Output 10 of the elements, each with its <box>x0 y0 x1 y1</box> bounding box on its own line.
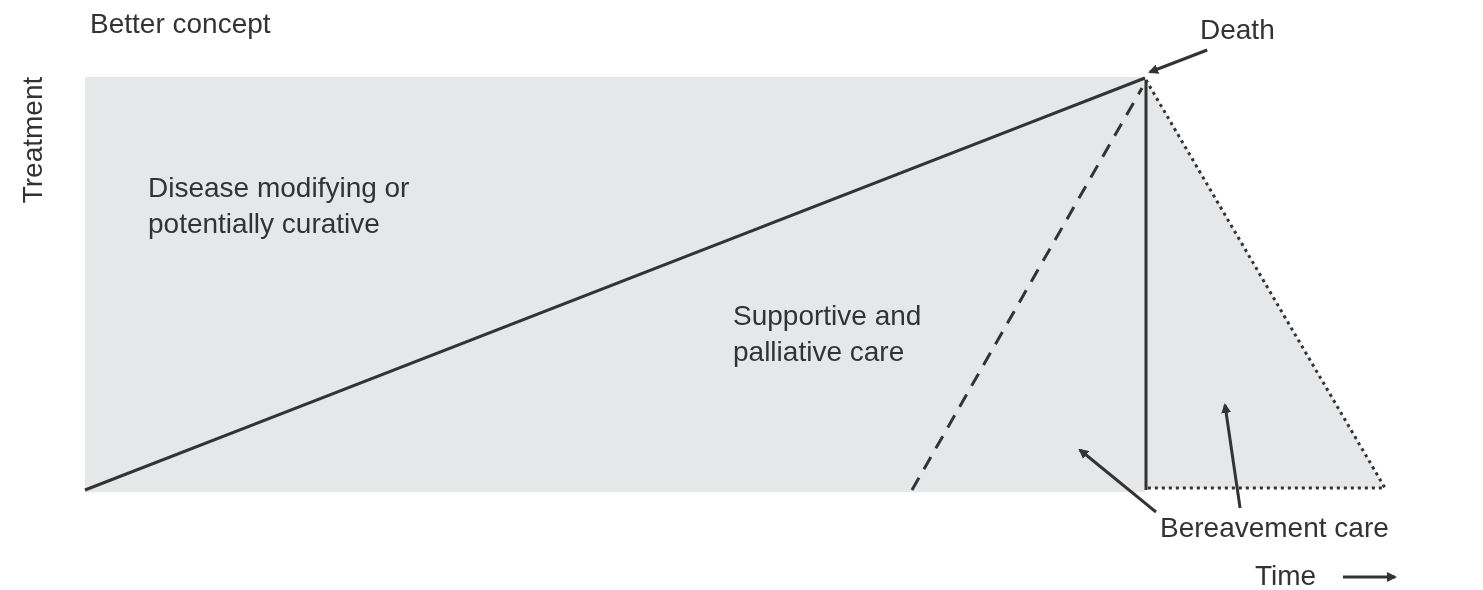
callout-text: Death <box>1200 12 1275 48</box>
callout-text: Bereavement care <box>1160 510 1389 546</box>
region-label: Supportive and palliative care <box>733 299 923 369</box>
arrow <box>1078 448 1157 514</box>
axis-label: Time <box>1255 559 1317 590</box>
diagram-title: Better concept <box>90 7 271 41</box>
axis-label: Treatment <box>16 75 49 206</box>
arrow <box>1148 48 1208 74</box>
region-label: Disease modifying or potentially curative <box>148 171 411 241</box>
arrow <box>1221 403 1242 509</box>
